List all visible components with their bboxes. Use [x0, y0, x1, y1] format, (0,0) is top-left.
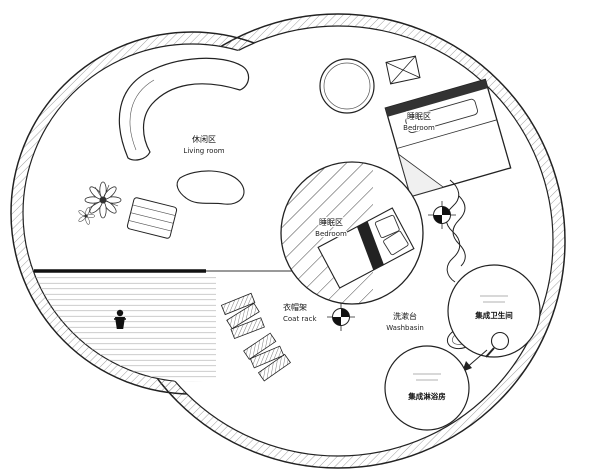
person-figure — [114, 309, 126, 329]
label-shower-pod: 集成淋浴房 — [407, 391, 446, 401]
pillow — [405, 98, 478, 134]
coat-rack-cluster — [243, 332, 291, 382]
label-bedroom-center-en: Bedroom — [315, 230, 347, 238]
coffee-table — [176, 170, 245, 205]
round-table — [319, 58, 375, 114]
side-table-x — [385, 55, 421, 85]
plant — [78, 181, 122, 225]
label-bedroom-right-en: Bedroom — [403, 124, 435, 132]
curtain-wave — [445, 179, 466, 283]
headboard — [385, 79, 488, 117]
bed-center — [317, 207, 415, 289]
label-coat-rack-zh: 衣帽架 — [283, 302, 307, 312]
coat-rack-cluster — [220, 292, 265, 340]
blanket-fold — [397, 153, 445, 198]
label-living-zh: 休闲区 — [192, 134, 216, 144]
toilet-icon — [485, 331, 510, 358]
shower-pod — [384, 345, 470, 431]
label-bathroom-pod: 集成卫生间 — [474, 310, 513, 320]
pod-spec-text-lines — [413, 373, 441, 381]
bed-top-right — [384, 78, 512, 198]
blanket-dark — [356, 221, 384, 271]
label-washbasin-zh: 洗漱台 — [393, 311, 417, 321]
wall-inner-edge-main — [122, 25, 554, 457]
survey-marker — [327, 303, 355, 331]
curved-sofa — [118, 57, 250, 161]
sofa-seam-line — [129, 79, 155, 151]
survey-marker — [428, 201, 456, 229]
rug — [126, 197, 178, 239]
label-coat-rack-en: Coat rack — [283, 315, 317, 323]
label-living-en: Living room — [183, 147, 224, 155]
label-washbasin-en: Washbasin — [386, 324, 424, 332]
pillow — [383, 230, 409, 256]
pillow — [374, 214, 400, 239]
bathroom-pod — [447, 264, 541, 358]
pod-spec-text-lines — [480, 295, 508, 303]
label-bedroom-right-zh: 睡眠区 — [407, 112, 431, 121]
label-bedroom-center-zh: 睡眠区 — [319, 218, 343, 227]
